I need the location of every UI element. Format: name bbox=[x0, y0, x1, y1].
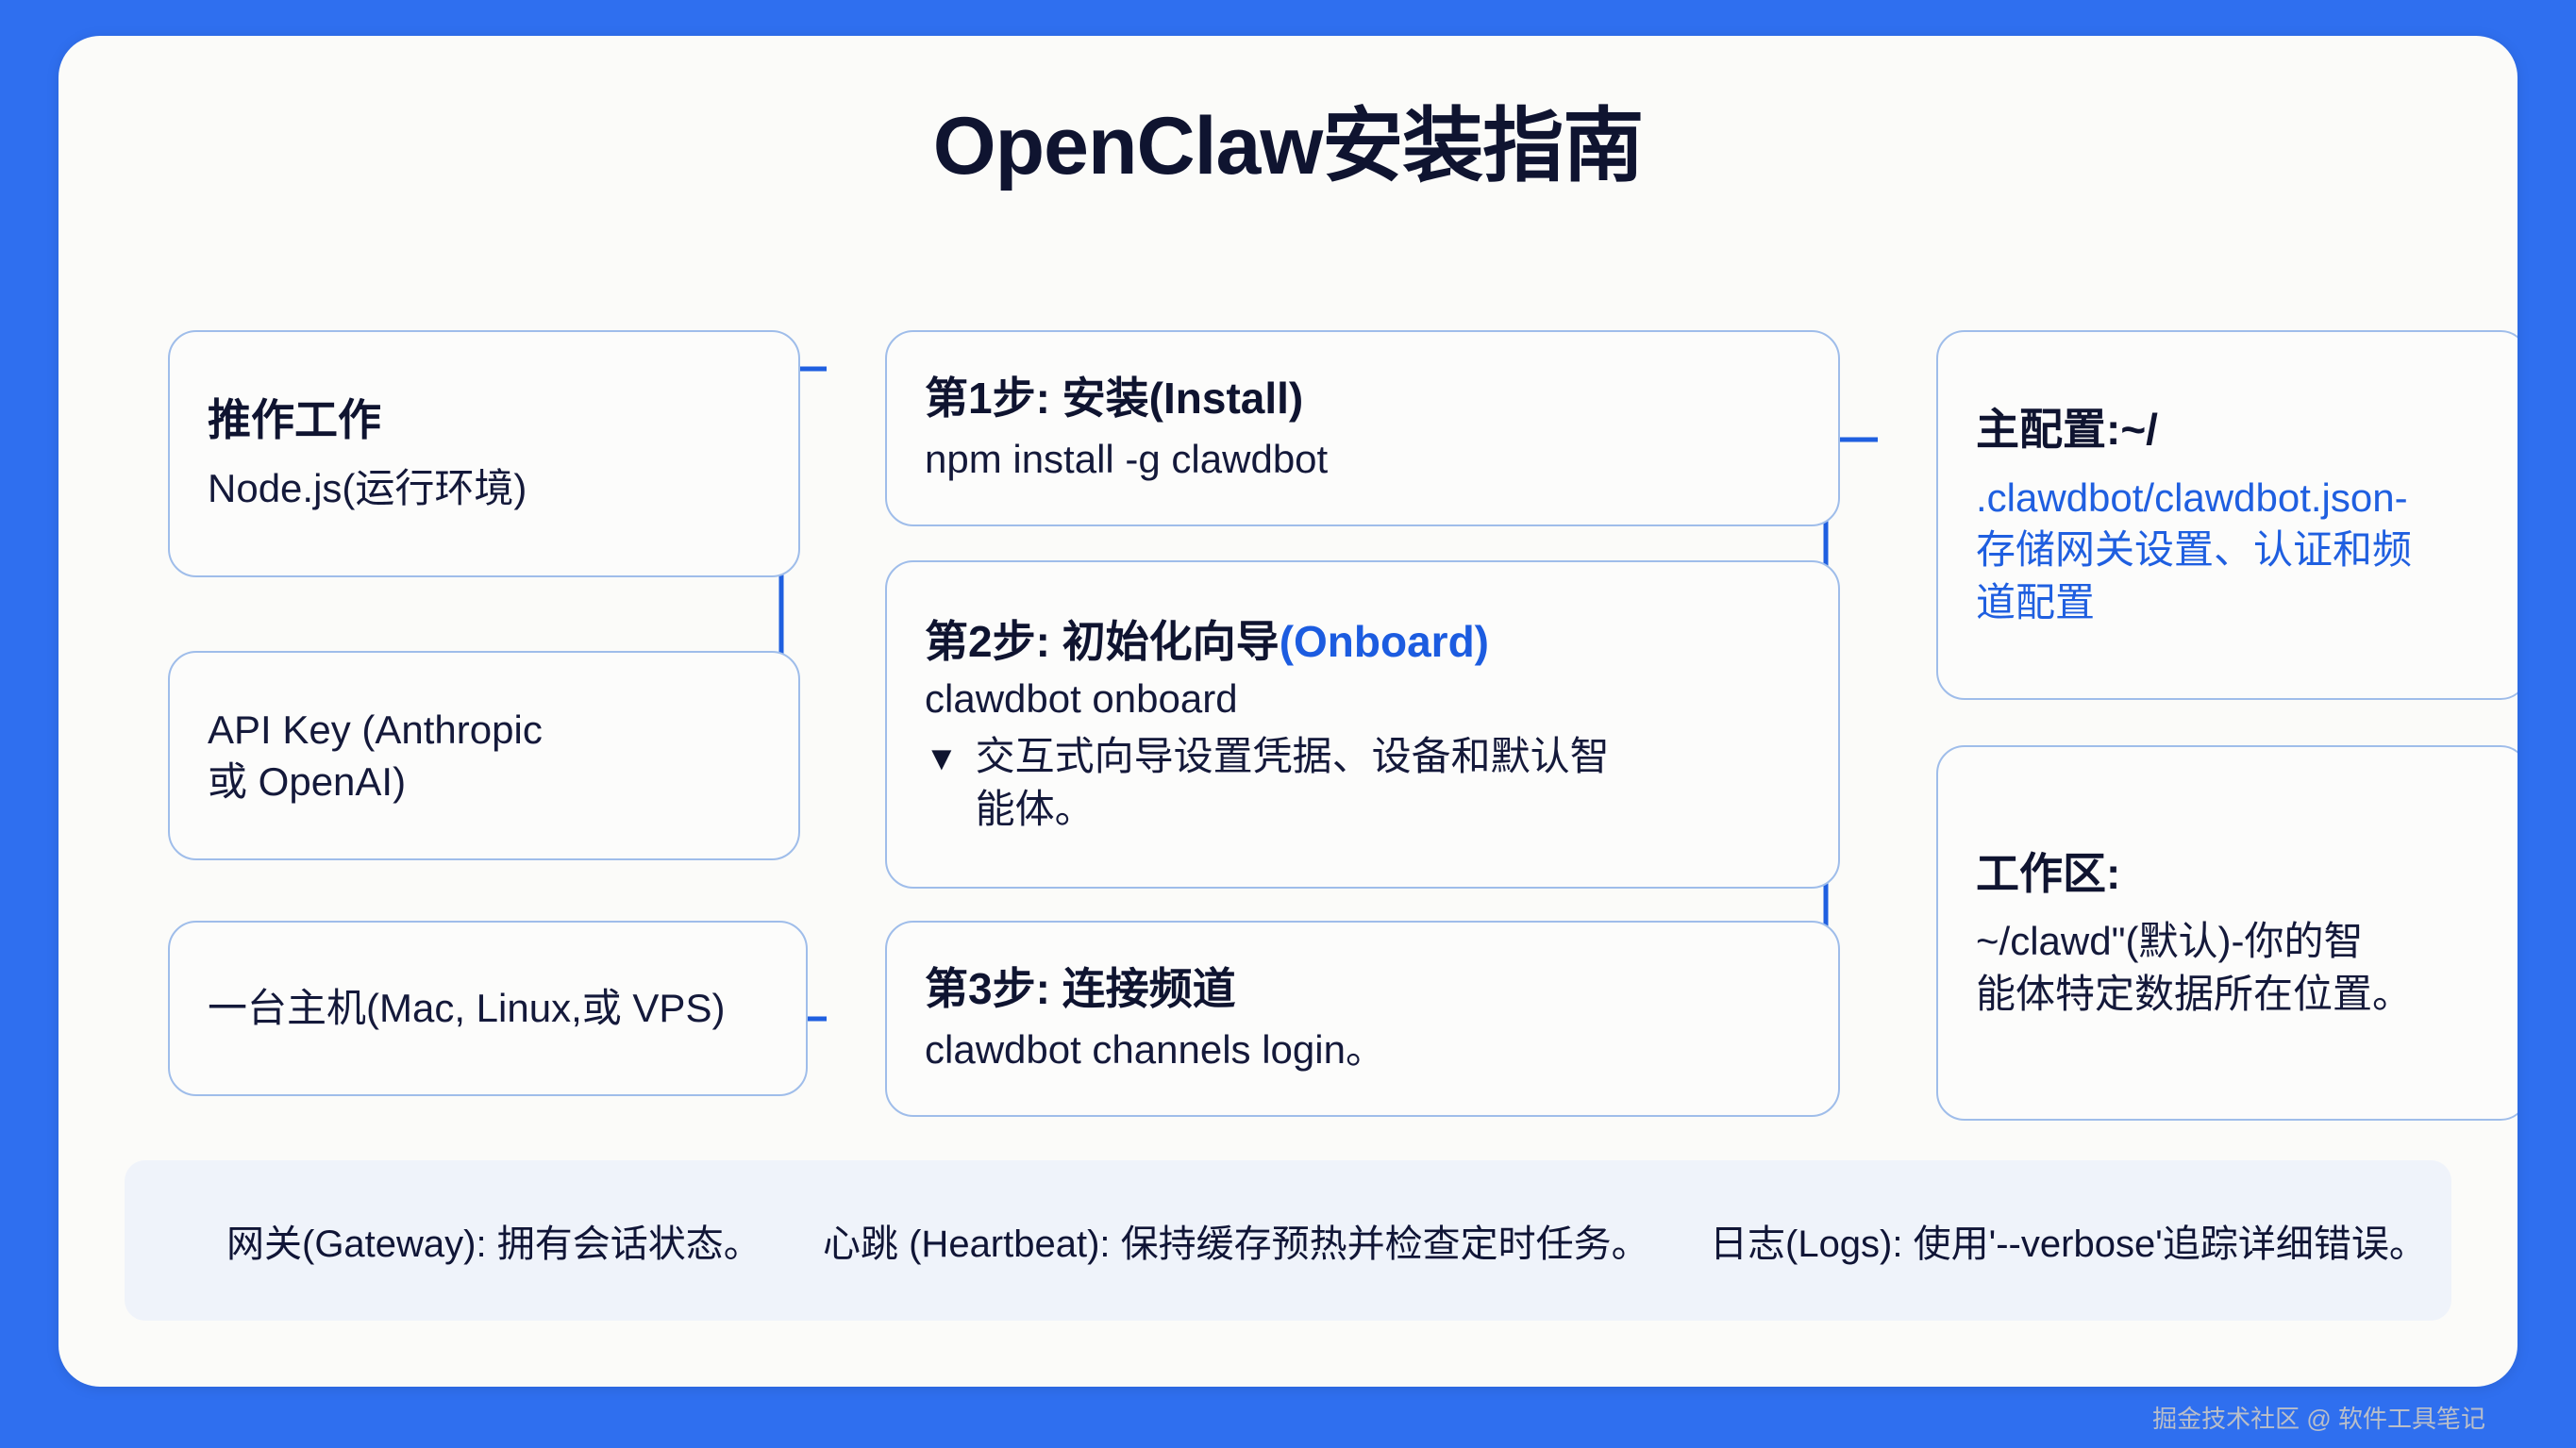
prerequisite-body: 一台主机(Mac, Linux,或 VPS) bbox=[208, 986, 726, 1031]
reference-line2: 能体特定数据所在位置。 bbox=[1976, 971, 2413, 1016]
prerequisite-card-runtime[interactable]: 推作工作 Node.js(运行环境) bbox=[168, 330, 800, 577]
step-note-line1: 交互式向导设置凭据、设备和默认智 bbox=[975, 734, 1610, 779]
watermark: 掘金技术社区 @ 软件工具笔记 bbox=[2152, 1405, 2485, 1433]
step-card-onboard[interactable]: 第2步: 初始化向导(Onboard) clawdbot onboard ▼ 交… bbox=[885, 560, 1840, 889]
step-heading-main: 第2步: 初始化向导 bbox=[925, 616, 1280, 666]
prerequisite-body: Node.js(运行环境) bbox=[208, 466, 527, 511]
reference-card-main-config[interactable]: 主配置:~/ .clawdbot/clawdbot.json- 存储网关设置、认… bbox=[1936, 330, 2517, 700]
footer-logs: 日志(Logs): 使用'--verbose'追踪详细错误。 bbox=[1710, 1223, 2427, 1265]
step-heading-accent: (Onboard) bbox=[1279, 616, 1489, 666]
step-command: npm install -g clawdbot bbox=[925, 437, 1329, 482]
prerequisite-body-line2: 或 OpenAI) bbox=[208, 759, 407, 804]
slide-panel: OpenClaw安装指南 推作工作 Node.js(运行环境) API Key … bbox=[59, 36, 2517, 1387]
step-command: clawdbot onboard bbox=[925, 675, 1238, 721]
step-heading: 第1步: 安装(Install) bbox=[925, 374, 1304, 424]
prerequisite-heading: 推作工作 bbox=[208, 395, 381, 445]
step-heading: 第3步: 连接频道 bbox=[925, 964, 1236, 1014]
step-card-install[interactable]: 第1步: 安装(Install) npm install -g clawdbot bbox=[885, 330, 1840, 526]
reference-line3: 道配置 bbox=[1976, 579, 2096, 624]
step-card-channels[interactable]: 第3步: 连接频道 clawdbot channels login。 bbox=[885, 921, 1840, 1117]
prerequisite-body-line1: API Key (Anthropic bbox=[208, 707, 543, 752]
page-title: OpenClaw安装指南 bbox=[932, 101, 1645, 191]
footer-concepts-bar: 网关(Gateway): 拥有会话状态。 心跳 (Heartbeat): 保持缓… bbox=[125, 1160, 2451, 1321]
reference-heading: 工作区: bbox=[1976, 848, 2121, 898]
step-note: ▼ 交互式向导设置凭据、设备和默认智能体。 bbox=[925, 730, 1800, 835]
reference-line1: ~/clawd"(默认)-你的智 bbox=[1976, 919, 2364, 964]
prerequisite-card-api-key[interactable]: API Key (Anthropic 或 OpenAI) bbox=[168, 651, 800, 860]
prerequisite-card-host[interactable]: 一台主机(Mac, Linux,或 VPS) bbox=[168, 921, 808, 1096]
step-command: clawdbot channels login。 bbox=[925, 1027, 1385, 1073]
footer-heartbeat: 心跳 (Heartbeat): 保持缓存预热并检查定时任务。 bbox=[823, 1223, 1649, 1265]
reference-line1: .clawdbot/clawdbot.json- bbox=[1976, 474, 2408, 520]
reference-heading: 主配置:~/ bbox=[1976, 404, 2158, 454]
step-heading: 第2步: 初始化向导(Onboard) bbox=[925, 614, 1800, 671]
reference-line2: 存储网关设置、认证和频 bbox=[1976, 527, 2413, 573]
step-note-text: 交互式向导设置凭据、设备和默认智能体。 bbox=[976, 730, 1610, 835]
step-note-line2: 能体。 bbox=[975, 786, 1095, 831]
footer-gateway: 网关(Gateway): 拥有会话状态。 bbox=[226, 1223, 761, 1265]
triangle-down-icon: ▼ bbox=[925, 739, 959, 778]
reference-card-workspace[interactable]: 工作区: ~/clawd"(默认)-你的智 能体特定数据所在位置。 bbox=[1936, 745, 2517, 1121]
